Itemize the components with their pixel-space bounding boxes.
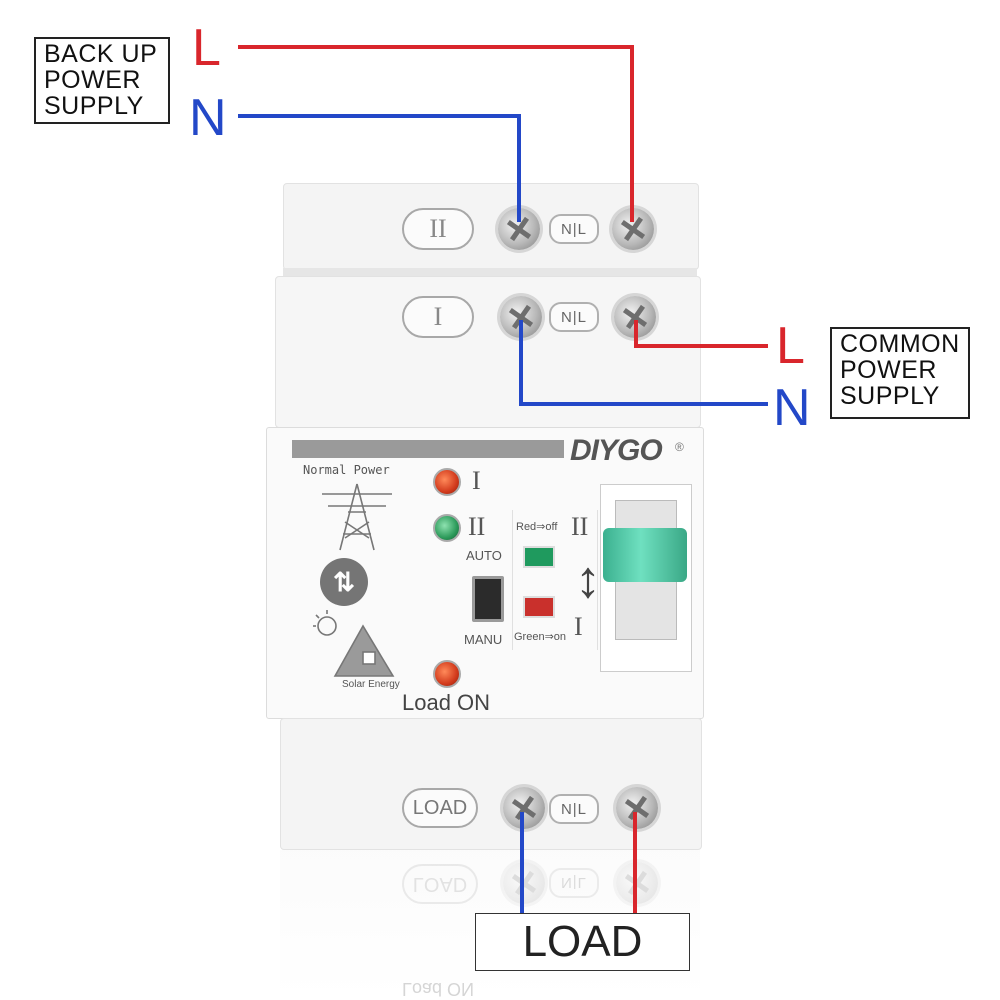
auto-label: AUTO xyxy=(466,548,502,563)
brand-bar xyxy=(292,440,564,458)
load-on-label: Load ON xyxy=(402,690,491,715)
green-on-label: Green⇒on xyxy=(514,631,567,643)
common-power-supply-label: COMMON POWER SUPPLY xyxy=(830,327,970,419)
led-source-II-green xyxy=(433,514,461,542)
brand-registered: ® xyxy=(675,440,684,454)
backup-live-letter: L xyxy=(192,19,221,77)
solar-house-icon xyxy=(313,610,395,677)
led-source-I-label: I xyxy=(472,466,481,495)
common-line-3: SUPPLY xyxy=(840,382,940,410)
indicator-panel xyxy=(512,510,598,650)
backup-neutral-letter: N xyxy=(189,89,227,147)
wire-common-live xyxy=(634,320,768,348)
wire-backup-live xyxy=(238,45,634,222)
led-source-II-label: II xyxy=(468,512,486,541)
normal-power-text: Normal Power xyxy=(303,463,390,477)
handle-position-I: I xyxy=(574,612,583,641)
transfer-handle[interactable] xyxy=(603,528,687,582)
backup-line-1: BACK UP xyxy=(44,40,158,68)
nl-label-middle: N|L xyxy=(549,302,599,332)
slot-load-label: LOAD xyxy=(402,788,478,828)
manu-label: MANU xyxy=(464,632,503,647)
slot-II-label: II xyxy=(402,208,474,250)
module-divider xyxy=(283,268,697,276)
mode-selector-switch[interactable] xyxy=(472,576,504,622)
solar-energy-text: Solar Energy xyxy=(342,679,400,690)
nl-label-top: N|L xyxy=(549,214,599,244)
common-line-2: POWER xyxy=(840,356,937,384)
led-source-I-red xyxy=(433,468,461,496)
red-off-label: Red⇒off xyxy=(516,521,558,533)
load-label-box: LOAD xyxy=(475,913,690,971)
wire-backup-neutral xyxy=(238,114,521,222)
slot-I-label: I xyxy=(402,296,474,338)
backup-line-2: POWER xyxy=(44,66,141,94)
nl-label-bottom: N|L xyxy=(549,794,599,824)
brand-logo: DIYGO xyxy=(570,434,663,467)
common-live-letter: L xyxy=(776,317,805,375)
common-neutral-letter: N xyxy=(773,379,811,437)
handle-arrow-icon: ↕ xyxy=(575,551,601,609)
transfer-switch-icon: ⇅ xyxy=(320,558,368,606)
wire-common-neutral xyxy=(519,320,768,406)
indicator-green-window xyxy=(523,546,555,568)
power-pylon-icon xyxy=(322,483,392,551)
backup-line-3: SUPPLY xyxy=(44,92,144,120)
indicator-red-window xyxy=(523,596,555,618)
led-load-on xyxy=(433,660,461,688)
backup-power-supply-label: BACK UP POWER SUPPLY xyxy=(34,37,170,124)
common-line-1: COMMON xyxy=(840,330,960,358)
handle-position-II: II xyxy=(571,512,589,541)
